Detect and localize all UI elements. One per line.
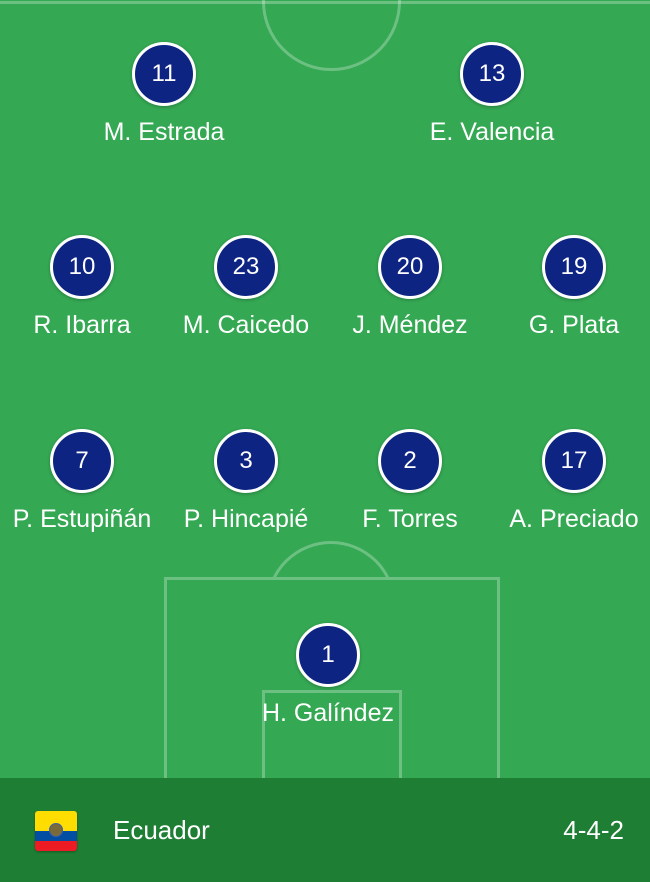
team-name: Ecuador [113,815,210,845]
player-name: P. Estupiñán [12,505,152,533]
player-number-badge: 1 [296,623,360,687]
lineup-pitch: 11 M. Estrada 13 E. Valencia 10 R. Ibarr… [0,0,650,778]
player-name: J. Méndez [352,311,468,339]
player-name: E. Valencia [429,118,555,146]
player-number-badge: 13 [460,42,524,106]
player-name: M. Estrada [103,118,225,146]
player-name: G. Plata [528,311,620,339]
goal-box [262,690,402,778]
player-forward-right[interactable]: 13 E. Valencia [407,42,577,147]
player-name: H. Galíndez [261,699,394,727]
player-number-badge: 2 [378,429,442,493]
player-midfielder-1[interactable]: 10 R. Ibarra [0,235,167,340]
player-forward-left[interactable]: 11 M. Estrada [79,42,249,147]
player-name: A. Preciado [509,505,639,533]
player-number-badge: 11 [132,42,196,106]
team-formation: 4-4-2 [563,815,624,845]
ecuador-flag-icon [35,811,77,851]
player-number-badge: 19 [542,235,606,299]
player-midfielder-4[interactable]: 19 G. Plata [489,235,650,340]
player-goalkeeper[interactable]: 1 H. Galíndez [243,623,413,728]
player-number-badge: 7 [50,429,114,493]
player-defender-2[interactable]: 3 P. Hincapié [161,429,331,534]
player-number-badge: 10 [50,235,114,299]
center-circle [262,0,401,71]
player-name: R. Ibarra [33,311,131,339]
player-number-badge: 23 [214,235,278,299]
player-name: P. Hincapié [183,505,309,533]
player-name: M. Caicedo [182,311,310,339]
team-footer: Ecuador 4-4-2 [0,778,650,882]
player-name: F. Torres [362,505,458,533]
player-defender-1[interactable]: 7 P. Estupiñán [0,429,167,534]
player-number-badge: 3 [214,429,278,493]
player-number-badge: 17 [542,429,606,493]
player-number-badge: 20 [378,235,442,299]
player-midfielder-2[interactable]: 23 M. Caicedo [161,235,331,340]
player-defender-3[interactable]: 2 F. Torres [325,429,495,534]
player-midfielder-3[interactable]: 20 J. Méndez [325,235,495,340]
player-defender-4[interactable]: 17 A. Preciado [489,429,650,534]
